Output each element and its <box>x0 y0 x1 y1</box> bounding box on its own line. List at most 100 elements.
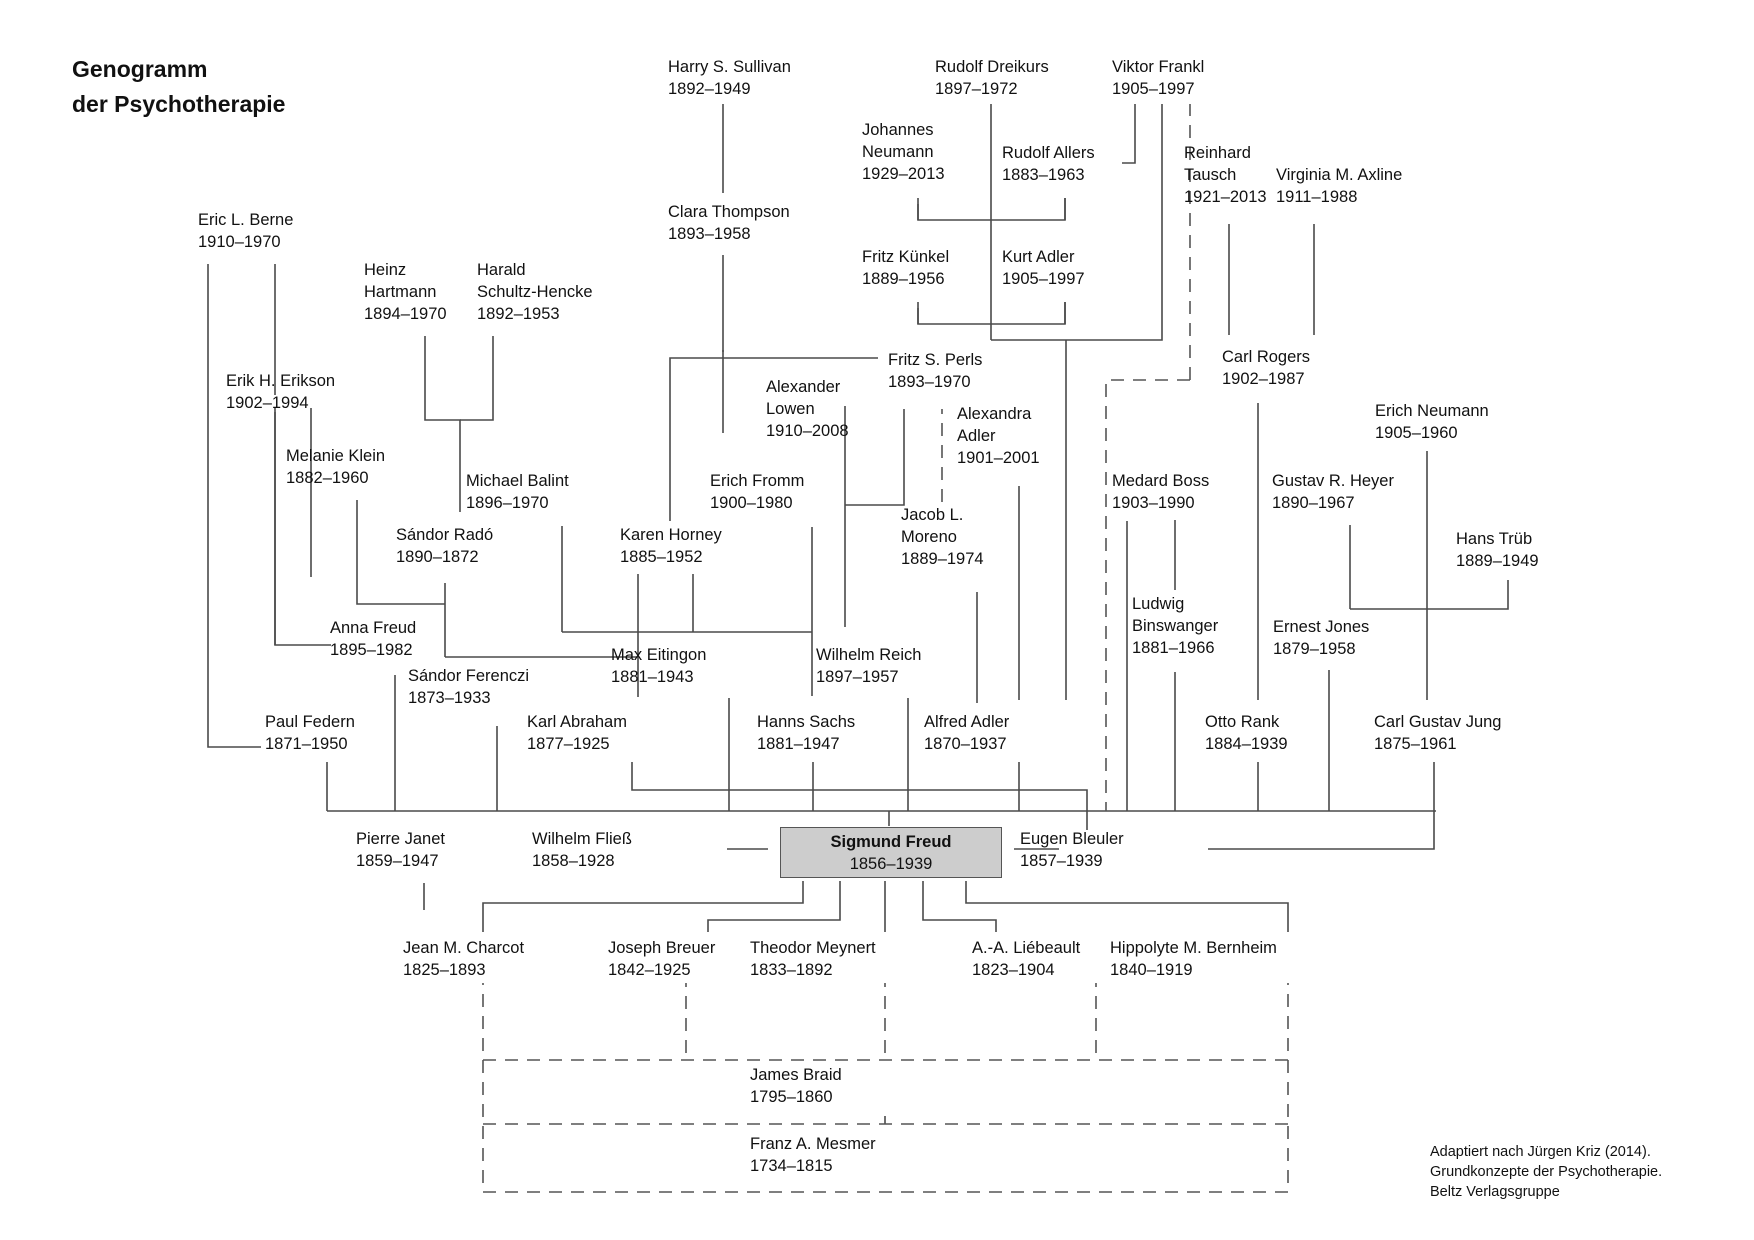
node-years: 1871–1950 <box>265 735 348 753</box>
node-name: Johannes <box>862 121 934 139</box>
node-years: 1795–1860 <box>750 1088 833 1106</box>
node-name: Viktor Frankl <box>1112 58 1205 76</box>
node-lowen: Alexander Lowen 1910–2008 <box>766 376 849 442</box>
node-years: 1734–1815 <box>750 1157 833 1175</box>
node-meynert: Theodor Meynert 1833–1892 <box>750 937 876 981</box>
node-ferenczi: Sándor Ferenczi 1873–1933 <box>408 665 529 709</box>
node-years: 1840–1919 <box>1110 961 1193 979</box>
center-node-freud: Sigmund Freud 1856–1939 <box>780 827 1002 878</box>
node-name: Medard Boss <box>1112 472 1210 490</box>
node-name: Hans Trüb <box>1456 530 1533 548</box>
node-years: 1877–1925 <box>527 735 610 753</box>
link-charcot-freud <box>482 881 804 932</box>
node-name: Sándor Radó <box>396 526 494 544</box>
node-years: 1889–1949 <box>1456 552 1539 570</box>
node-years: 1905–1997 <box>1112 80 1195 98</box>
node-years: 1875–1961 <box>1374 735 1457 753</box>
link-adler-frankl <box>991 104 1163 341</box>
node-years: 1870–1937 <box>924 735 1007 753</box>
node-years: 1896–1970 <box>466 494 549 512</box>
node-years: 1873–1933 <box>408 689 491 707</box>
node-janet: Pierre Janet 1859–1947 <box>356 828 445 872</box>
node-years: 1929–2013 <box>862 165 945 183</box>
node-name: Lowen <box>766 400 815 418</box>
node-erich-neumann: Erich Neumann 1905–1960 <box>1375 400 1489 444</box>
node-name: Theodor Meynert <box>750 939 876 957</box>
node-years: 1897–1957 <box>816 668 899 686</box>
node-heyer: Gustav R. Heyer 1890–1967 <box>1272 470 1394 514</box>
node-name: Max Eitingon <box>611 646 707 664</box>
node-years: 1859–1947 <box>356 852 439 870</box>
node-sullivan: Harry S. Sullivan 1892–1949 <box>668 56 791 100</box>
node-charcot: Jean M. Charcot 1825–1893 <box>403 937 524 981</box>
node-liebeault: A.-A. Liébeault 1823–1904 <box>972 937 1080 981</box>
node-name: Virginia M. Axline <box>1276 166 1403 184</box>
link-allers-frankl <box>1122 104 1136 164</box>
node-years: 1902–1987 <box>1222 370 1305 388</box>
link-bernheim-freud <box>965 881 1289 932</box>
node-name: Franz A. Mesmer <box>750 1135 876 1153</box>
node-years: 1885–1952 <box>620 548 703 566</box>
link-rado-klein <box>356 500 445 605</box>
node-name: Reinhard <box>1184 144 1251 162</box>
node-years: 1889–1956 <box>862 270 945 288</box>
node-allers: Rudolf Allers 1883–1963 <box>1002 142 1095 186</box>
link-rado-schultz <box>460 336 494 421</box>
node-alexandra-adler: Alexandra Adler 1901–2001 <box>957 403 1040 469</box>
node-name: Anna Freud <box>330 619 417 637</box>
node-years: 1879–1958 <box>1273 640 1356 658</box>
node-reich: Wilhelm Reich 1897–1957 <box>816 644 921 688</box>
link-anna-erikson-2 <box>274 408 331 646</box>
node-alfred-adler: Alfred Adler 1870–1937 <box>924 711 1009 755</box>
node-rogers: Carl Rogers 1902–1987 <box>1222 346 1310 390</box>
node-years: 1910–2008 <box>766 422 849 440</box>
node-name: Carl Gustav Jung <box>1374 713 1502 731</box>
node-abraham: Karl Abraham 1877–1925 <box>527 711 627 755</box>
title-line-2: der Psychotherapie <box>72 91 286 117</box>
node-name: James Braid <box>750 1066 842 1084</box>
node-name: Jean M. Charcot <box>403 939 525 957</box>
node-name: Fritz S. Perls <box>888 351 983 369</box>
node-name: Adler <box>957 427 996 445</box>
node-anna-freud: Anna Freud 1895–1982 <box>330 617 416 661</box>
link-horney-perls <box>669 357 878 521</box>
node-schultz-hencke: Harald Schultz-Hencke 1892–1953 <box>477 259 593 325</box>
node-years: 1889–1974 <box>901 550 984 568</box>
node-boss: Medard Boss 1903–1990 <box>1112 470 1209 514</box>
node-name: Tausch <box>1184 166 1237 184</box>
node-name: Sigmund Freud <box>830 833 952 851</box>
link-liebeault-freud <box>922 881 997 932</box>
title-line-1: Genogramm <box>72 56 208 82</box>
node-name: Otto Rank <box>1205 713 1280 731</box>
credit-line-2: Grundkonzepte der Psychotherapie. <box>1430 1164 1663 1180</box>
node-klein: Melanie Klein 1882–1960 <box>286 445 385 489</box>
link-truebs <box>1350 580 1509 610</box>
node-perls: Fritz S. Perls 1893–1970 <box>888 349 982 393</box>
link-federn-berne <box>207 264 261 748</box>
node-name: Neumann <box>862 143 934 161</box>
node-name: Paul Federn <box>265 713 355 731</box>
node-name: Eric L. Berne <box>198 211 294 229</box>
node-years: 1901–2001 <box>957 449 1040 467</box>
node-years: 1893–1970 <box>888 373 971 391</box>
node-name: Michael Balint <box>466 472 569 490</box>
node-name: Rudolf Dreikurs <box>935 58 1049 76</box>
node-federn: Paul Federn 1871–1950 <box>265 711 355 755</box>
node-years: 1825–1893 <box>403 961 486 979</box>
node-dreikurs: Rudolf Dreikurs 1897–1972 <box>935 56 1049 100</box>
node-years: 1890–1967 <box>1272 494 1355 512</box>
node-years: 1895–1982 <box>330 641 413 659</box>
node-jones: Ernest Jones 1879–1958 <box>1273 616 1369 660</box>
node-hartmann: Heinz Hartmann 1894–1970 <box>364 259 447 325</box>
node-tausch: Reinhard Tausch 1921–2013 <box>1184 142 1267 208</box>
node-eitingon: Max Eitingon 1881–1943 <box>611 644 706 688</box>
node-name: Alexandra <box>957 405 1032 423</box>
node-rado: Sándor Radó 1890–1872 <box>396 524 493 568</box>
node-bleuler: Eugen Bleuler 1857–1939 <box>1020 828 1124 872</box>
node-fliess: Wilhelm Fließ 1858–1928 <box>532 828 632 872</box>
node-name: Melanie Klein <box>286 447 386 465</box>
node-years: 1900–1980 <box>710 494 793 512</box>
node-name: Carl Rogers <box>1222 348 1311 366</box>
node-years: 1881–1966 <box>1132 639 1215 657</box>
